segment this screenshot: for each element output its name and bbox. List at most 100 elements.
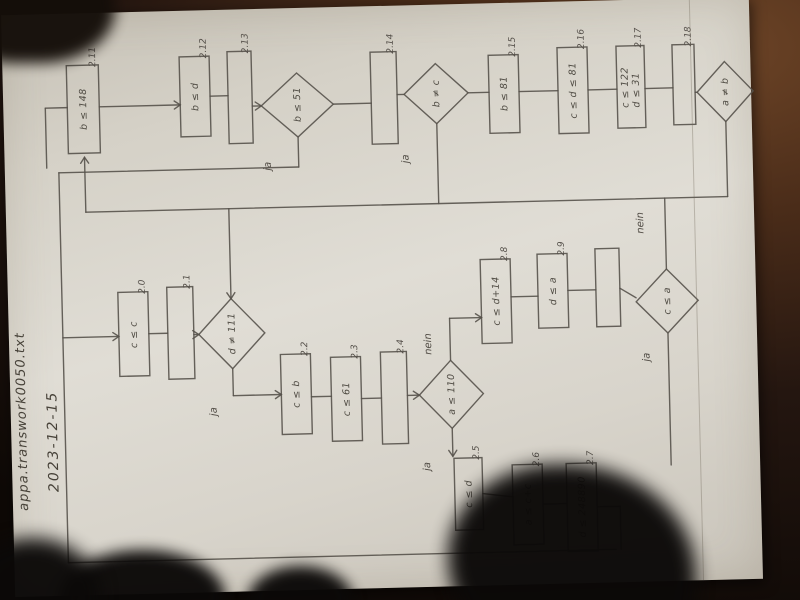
node-label: b ≤ d — [179, 56, 211, 137]
flow-box — [594, 247, 622, 328]
flow-edge — [518, 89, 559, 93]
flow-edge — [467, 91, 490, 94]
flow-box-2.14 — [369, 50, 399, 145]
node-step-number: 2.13 — [240, 33, 252, 54]
node-label: b ≠ c — [403, 63, 468, 125]
node-label-text: c ≤ 122 d ≤ 31 — [619, 66, 643, 108]
flow-box-2.3 — [329, 355, 364, 442]
arrowhead-icon — [448, 449, 458, 458]
node-label-text: d ≤ a — [547, 276, 559, 306]
node-step-number: 2.11 — [87, 46, 99, 68]
flow-edge — [725, 120, 729, 198]
node-label: b ≤ 51 — [261, 72, 335, 138]
flow-box-2.18 — [671, 43, 697, 126]
flowchart: b ≤ 148 2.11 b ≤ d 2.12 2.13 b ≤ 51 2.14 b ≠ c b… — [23, 1, 755, 584]
flow-edge — [448, 317, 452, 362]
flow-diamond — [403, 62, 470, 125]
node-label-text: b ≤ 51 — [291, 87, 304, 123]
node-label-text: b ≤ d — [189, 82, 201, 111]
node-label-text: c ≤ d+14 — [490, 276, 503, 326]
flow-box-2.4 — [379, 350, 410, 445]
node-step-number: 2.2 — [300, 341, 311, 357]
flow-edge — [448, 316, 483, 320]
node-label-text: b ≠ c — [430, 79, 442, 108]
flow-diamond — [696, 60, 755, 123]
node-step-number: 2.17 — [633, 27, 644, 48]
node-label: a ≠ b — [696, 61, 753, 122]
node-label-text: c ≤ d ≤ 81 — [566, 61, 580, 119]
flow-edge — [510, 295, 539, 298]
flow-edge — [567, 289, 597, 292]
flow-diamond — [197, 297, 266, 370]
flow-box-2.9 — [536, 252, 570, 329]
flow-edge — [44, 107, 48, 169]
node-step-number: 2.7 — [585, 450, 597, 466]
flow-edge — [98, 104, 181, 108]
flow-edge — [232, 367, 235, 397]
flow-edge — [232, 393, 283, 397]
flow-edge — [663, 197, 668, 270]
branch-label-ja: ja — [400, 154, 412, 164]
node-label-text: b ≤ 148 — [77, 88, 90, 131]
node-step-number: 2.8 — [499, 246, 511, 262]
node-label-text: d ≠ 111 — [225, 312, 238, 355]
node-step-number: 2.5 — [471, 445, 483, 460]
node-label: a ≤ c+c — [512, 464, 544, 545]
flow-diamond — [260, 72, 335, 138]
flowchart-labels: b ≤ 148 2.11 b ≤ d 2.12 2.13 b ≤ 51 2.14 b ≠ c b… — [23, 1, 753, 584]
node-label-text: a ≤ c+c — [522, 483, 535, 526]
node-label: c ≤ d ≤ 81 — [557, 47, 589, 134]
flow-box-2.15 — [487, 53, 521, 135]
node-step-number: 2.16 — [576, 28, 587, 50]
flow-edge — [85, 195, 729, 213]
node-label-text: c ≤ a — [661, 287, 674, 315]
node-label-text: a ≤ 110 — [445, 373, 458, 416]
node-label: b ≤ 148 — [66, 65, 100, 154]
flow-box-2.16 — [556, 46, 590, 135]
branch-label-ja: ja — [208, 407, 220, 417]
node-step-number: 2.6 — [531, 451, 543, 467]
flow-edge — [332, 102, 372, 105]
node-step-number: 2.15 — [507, 36, 519, 57]
flow-box-2.12 — [178, 55, 212, 138]
node-label: c ≤ d — [454, 458, 484, 531]
branch-label-nein: nein — [422, 333, 435, 356]
flow-edge — [644, 87, 674, 90]
flow-edge — [44, 106, 68, 109]
node-label-text: c ≤ b — [290, 380, 303, 409]
node-label-text: d ≤ 248890 — [575, 476, 589, 538]
node-label: b ≤ 81 — [488, 55, 520, 134]
branch-label-nein: nein — [635, 211, 647, 234]
node-step-number: 2.1 — [182, 274, 193, 289]
node-label: d ≤ a — [537, 253, 569, 328]
flow-edge — [58, 166, 300, 174]
node-step-number: 2.3 — [350, 344, 361, 359]
node-label-text: a ≠ b — [719, 77, 731, 106]
node-label-text: c ≤ 61 — [340, 381, 353, 417]
arrowhead-icon — [79, 155, 90, 165]
node-label: c ≤ 122 d ≤ 31 — [616, 46, 646, 129]
flow-box-2.13 — [226, 50, 254, 145]
node-step-number: 2.4 — [396, 339, 407, 354]
flow-box-2.0 — [117, 291, 151, 378]
node-step-number: 2.12 — [198, 38, 210, 59]
node-step-number: 2.14 — [385, 33, 397, 54]
node-label: d ≠ 111 — [198, 298, 266, 370]
node-label: c ≤ d+14 — [480, 259, 512, 344]
flow-edge — [451, 427, 454, 458]
flow-edge — [228, 208, 232, 300]
node-label-text: b ≤ 81 — [498, 76, 511, 112]
node-label: d ≤ 248890 — [566, 463, 598, 552]
flow-box-2.11 — [65, 64, 102, 155]
node-label: c ≤ a — [635, 268, 699, 333]
flow-edge — [62, 335, 120, 339]
node-label: c ≤ 61 — [330, 357, 362, 442]
flow-diamond — [418, 359, 485, 430]
node-label-text: c ≤ d — [462, 479, 475, 508]
branch-label-ja: ja — [262, 161, 274, 171]
flow-edge — [667, 332, 672, 466]
flow-box-2.8 — [479, 258, 513, 345]
flowchart-strokes — [44, 43, 755, 564]
flow-diamond — [635, 268, 700, 335]
